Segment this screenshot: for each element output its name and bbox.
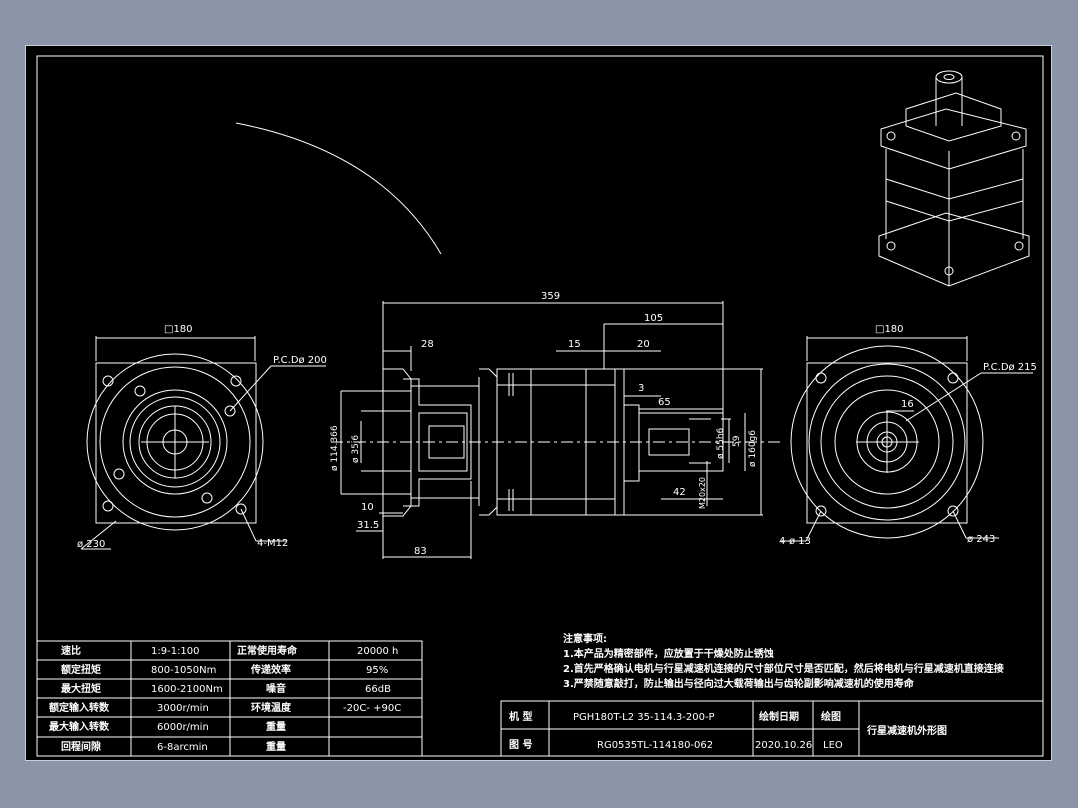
dim-dia-35: ø 35j6 <box>351 435 361 463</box>
spec-cell: 额定输入转数 <box>49 701 110 714</box>
drawing-no-label: 图 号 <box>509 739 532 751</box>
dim-left-holes: 4-M12 <box>257 538 288 549</box>
drawn-label: 绘图 <box>821 710 841 723</box>
spec-cell: 正常使用寿命 <box>237 644 298 657</box>
dim-31-5: 31.5 <box>357 520 379 531</box>
note-line: 2.首先严格确认电机与行星减速机连接的尺寸部位尺寸是否匹配，然后将电机与行星减速… <box>563 662 1004 675</box>
spec-cell: 6000r/min <box>157 722 209 733</box>
note-line: 3.严禁随意敲打，防止输出与径向过大载荷输出与齿轮副影响减速机的使用寿命 <box>563 677 915 690</box>
notes: 注意事项: 1.本产品为精密部件，应放置于干燥处防止锈蚀 2.首先严格确认电机与… <box>563 632 1004 690</box>
dim-overall-length: 359 <box>541 291 560 302</box>
dim-59: 59 <box>732 435 742 447</box>
model-label: 机 型 <box>509 710 532 723</box>
dim-right-od: ø 243 <box>967 534 995 545</box>
dim-83: 83 <box>414 546 427 557</box>
spec-cell: 环境温度 <box>251 701 292 714</box>
dim-left-sq: □180 <box>164 324 193 335</box>
date-label: 绘制日期 <box>759 710 799 723</box>
drawing-title: 行星减速机外形图 <box>866 724 947 737</box>
spec-cell: 6-8arcmin <box>157 742 208 753</box>
dim-right-key: 16 <box>901 399 914 410</box>
dim-right-holes: 4-ø 13 <box>779 536 811 547</box>
dim-right-pcd: P.C.Dø 215 <box>983 362 1037 373</box>
spec-cell: 额定扭矩 <box>61 663 101 676</box>
dim-65: 65 <box>658 397 671 408</box>
spec-cell: -20C- +90C <box>343 703 401 714</box>
drawing-sheet: 359 28 105 15 20 3 65 42 10 31.5 83 ø 11… <box>25 45 1052 761</box>
side-view <box>331 301 781 559</box>
arc-line <box>235 122 442 255</box>
spec-cell: 最大扭矩 <box>61 682 101 695</box>
dim-left-od: ø 230 <box>77 539 105 550</box>
spec-cell: 3000r/min <box>157 703 209 714</box>
dim-dia-55: ø 55h6 <box>716 427 726 459</box>
spec-cell: 66dB <box>365 684 391 695</box>
spec-table-grid <box>36 640 423 757</box>
right-output-view <box>781 336 1033 542</box>
dimension-labels: 359 28 105 15 20 3 65 42 10 31.5 83 ø 11… <box>77 291 1037 557</box>
dim-3: 3 <box>638 383 644 394</box>
dim-10: 10 <box>361 502 374 513</box>
dim-dia-160: ø 160g6 <box>748 430 758 467</box>
date-value: 2020.10.26 <box>755 740 812 751</box>
dim-flange-thk: 28 <box>421 339 434 350</box>
spec-table: 速比 1:9-1:100 正常使用寿命 20000 h 额定扭矩 800-105… <box>49 644 401 753</box>
spec-cell: 噪音 <box>266 682 286 695</box>
dim-output-len: 105 <box>644 313 663 324</box>
spec-cell: 重量 <box>266 740 286 753</box>
spec-cell: 速比 <box>61 644 81 657</box>
drawn-value: LEO <box>823 740 843 751</box>
dim-dia-114: ø 114.366 <box>330 425 340 471</box>
spec-cell: 1:9-1:100 <box>151 646 200 657</box>
dim-left-pcd: P.C.Dø 200 <box>273 355 327 366</box>
spec-cell: 95% <box>366 665 388 676</box>
dim-right-sq: □180 <box>875 324 904 335</box>
left-input-view <box>80 336 326 550</box>
dim-m20: M20x20 <box>698 477 707 509</box>
cad-drawing: 359 28 105 15 20 3 65 42 10 31.5 83 ø 11… <box>36 55 1044 757</box>
dim-20: 20 <box>637 339 650 350</box>
spec-cell: 800-1050Nm <box>151 665 216 676</box>
spec-cell: 20000 h <box>357 646 398 657</box>
note-line: 1.本产品为精密部件，应放置于干燥处防止锈蚀 <box>563 647 774 660</box>
dim-42: 42 <box>673 487 686 498</box>
dim-15: 15 <box>568 339 581 350</box>
spec-cell: 回程间隙 <box>61 740 101 753</box>
title-block-grid <box>500 700 1044 757</box>
model-value: PGH180T-L2 35-114.3-200-P <box>573 712 715 723</box>
drawing-no-value: RG0535TL-114180-062 <box>597 740 713 751</box>
spec-cell: 传递效率 <box>250 663 291 676</box>
title-block: 机 型 PGH180T-L2 35-114.3-200-P 图 号 RG0535… <box>509 710 947 751</box>
spec-cell: 最大输入转数 <box>49 720 110 733</box>
spec-cell: 重量 <box>266 720 286 733</box>
notes-title: 注意事项: <box>563 632 607 645</box>
spec-cell: 1600-2100Nm <box>151 684 223 695</box>
isometric-view <box>878 70 1030 287</box>
